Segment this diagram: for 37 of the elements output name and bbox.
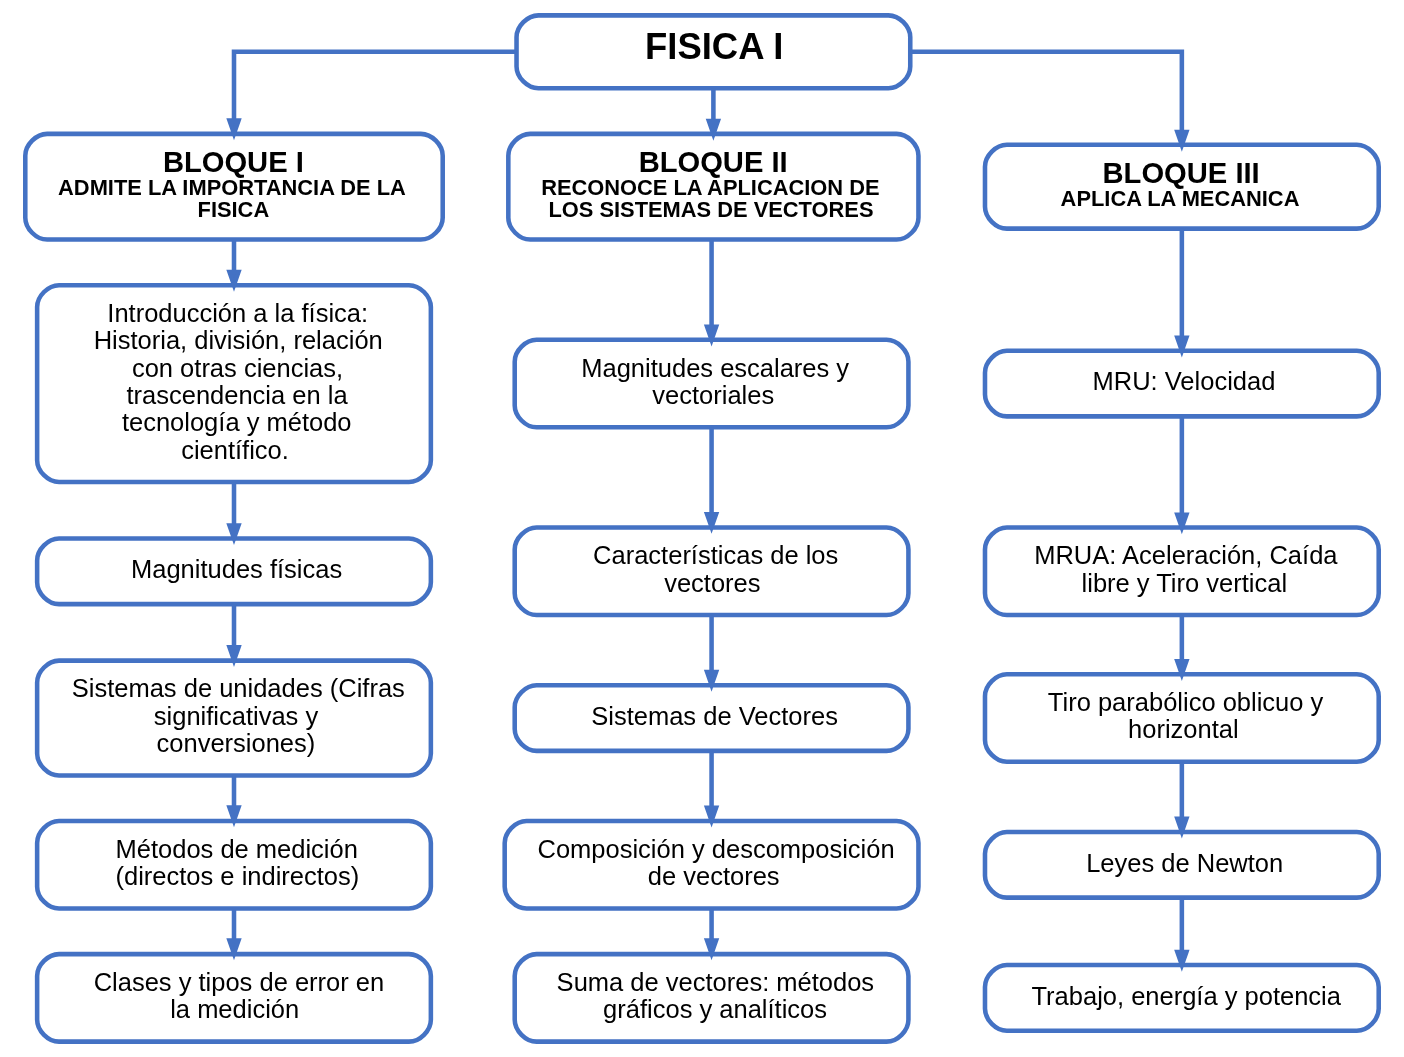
node-box: MRU: Velocidad xyxy=(982,348,1381,419)
node-box: MRUA: Aceleración, Caída libre y Tiro vertical xyxy=(982,525,1381,618)
node-box: Sistemas de Vectores xyxy=(512,683,911,754)
arrow xyxy=(226,49,517,141)
arrow xyxy=(226,482,242,546)
arrow xyxy=(703,751,720,828)
arrow xyxy=(1174,897,1190,972)
node-box: Magnitudes físicas xyxy=(34,536,434,607)
arrow xyxy=(226,604,242,667)
node-box: FISICA I xyxy=(514,13,913,91)
node-box: BLOQUE I ADMITE LA IMPORTANCIA DE LA FISICA xyxy=(23,131,445,242)
arrow xyxy=(703,615,720,692)
node-box: Leyes de Newton xyxy=(982,829,1381,900)
arrow xyxy=(1174,615,1190,681)
arrow xyxy=(226,776,242,828)
node-box: Magnitudes escalares y vectoriales xyxy=(512,337,911,430)
arrow xyxy=(1174,228,1190,358)
node-box: Trabajo, energía y potencia xyxy=(982,962,1381,1033)
arrow xyxy=(703,427,720,534)
arrow xyxy=(1174,417,1190,535)
arrow xyxy=(1174,762,1190,839)
arrow xyxy=(705,88,722,141)
node-box: Tiro parabólico oblicuo y horizontal xyxy=(982,672,1381,765)
node-box: Introducción a la física: Historia, división, relación con otras ciencias, trascendencia en la tecnología y método científico. xyxy=(34,282,434,485)
node-box: Clases y tipos de error en la medición xyxy=(34,951,434,1044)
arrow xyxy=(226,240,242,292)
node-box: Composición y descomposición de vectores xyxy=(502,818,921,911)
arrow xyxy=(703,240,720,347)
node-box: Suma de vectores: métodos gráficos y analíticos xyxy=(512,951,911,1044)
node-box: Sistemas de unidades (Cifras significativas y conversiones) xyxy=(34,658,434,778)
node-box: Características de los vectores xyxy=(512,525,911,618)
node-box: BLOQUE III APLICA LA MECANICA xyxy=(982,142,1381,231)
arrow xyxy=(226,909,242,961)
arrow xyxy=(703,909,720,961)
node-box: BLOQUE II RECONOCE LA APLICACION DE LOS SISTEMAS DE VECTORES xyxy=(506,131,921,242)
node-box: Métodos de medición (directos e indirectos) xyxy=(34,818,434,911)
arrow xyxy=(910,49,1190,152)
